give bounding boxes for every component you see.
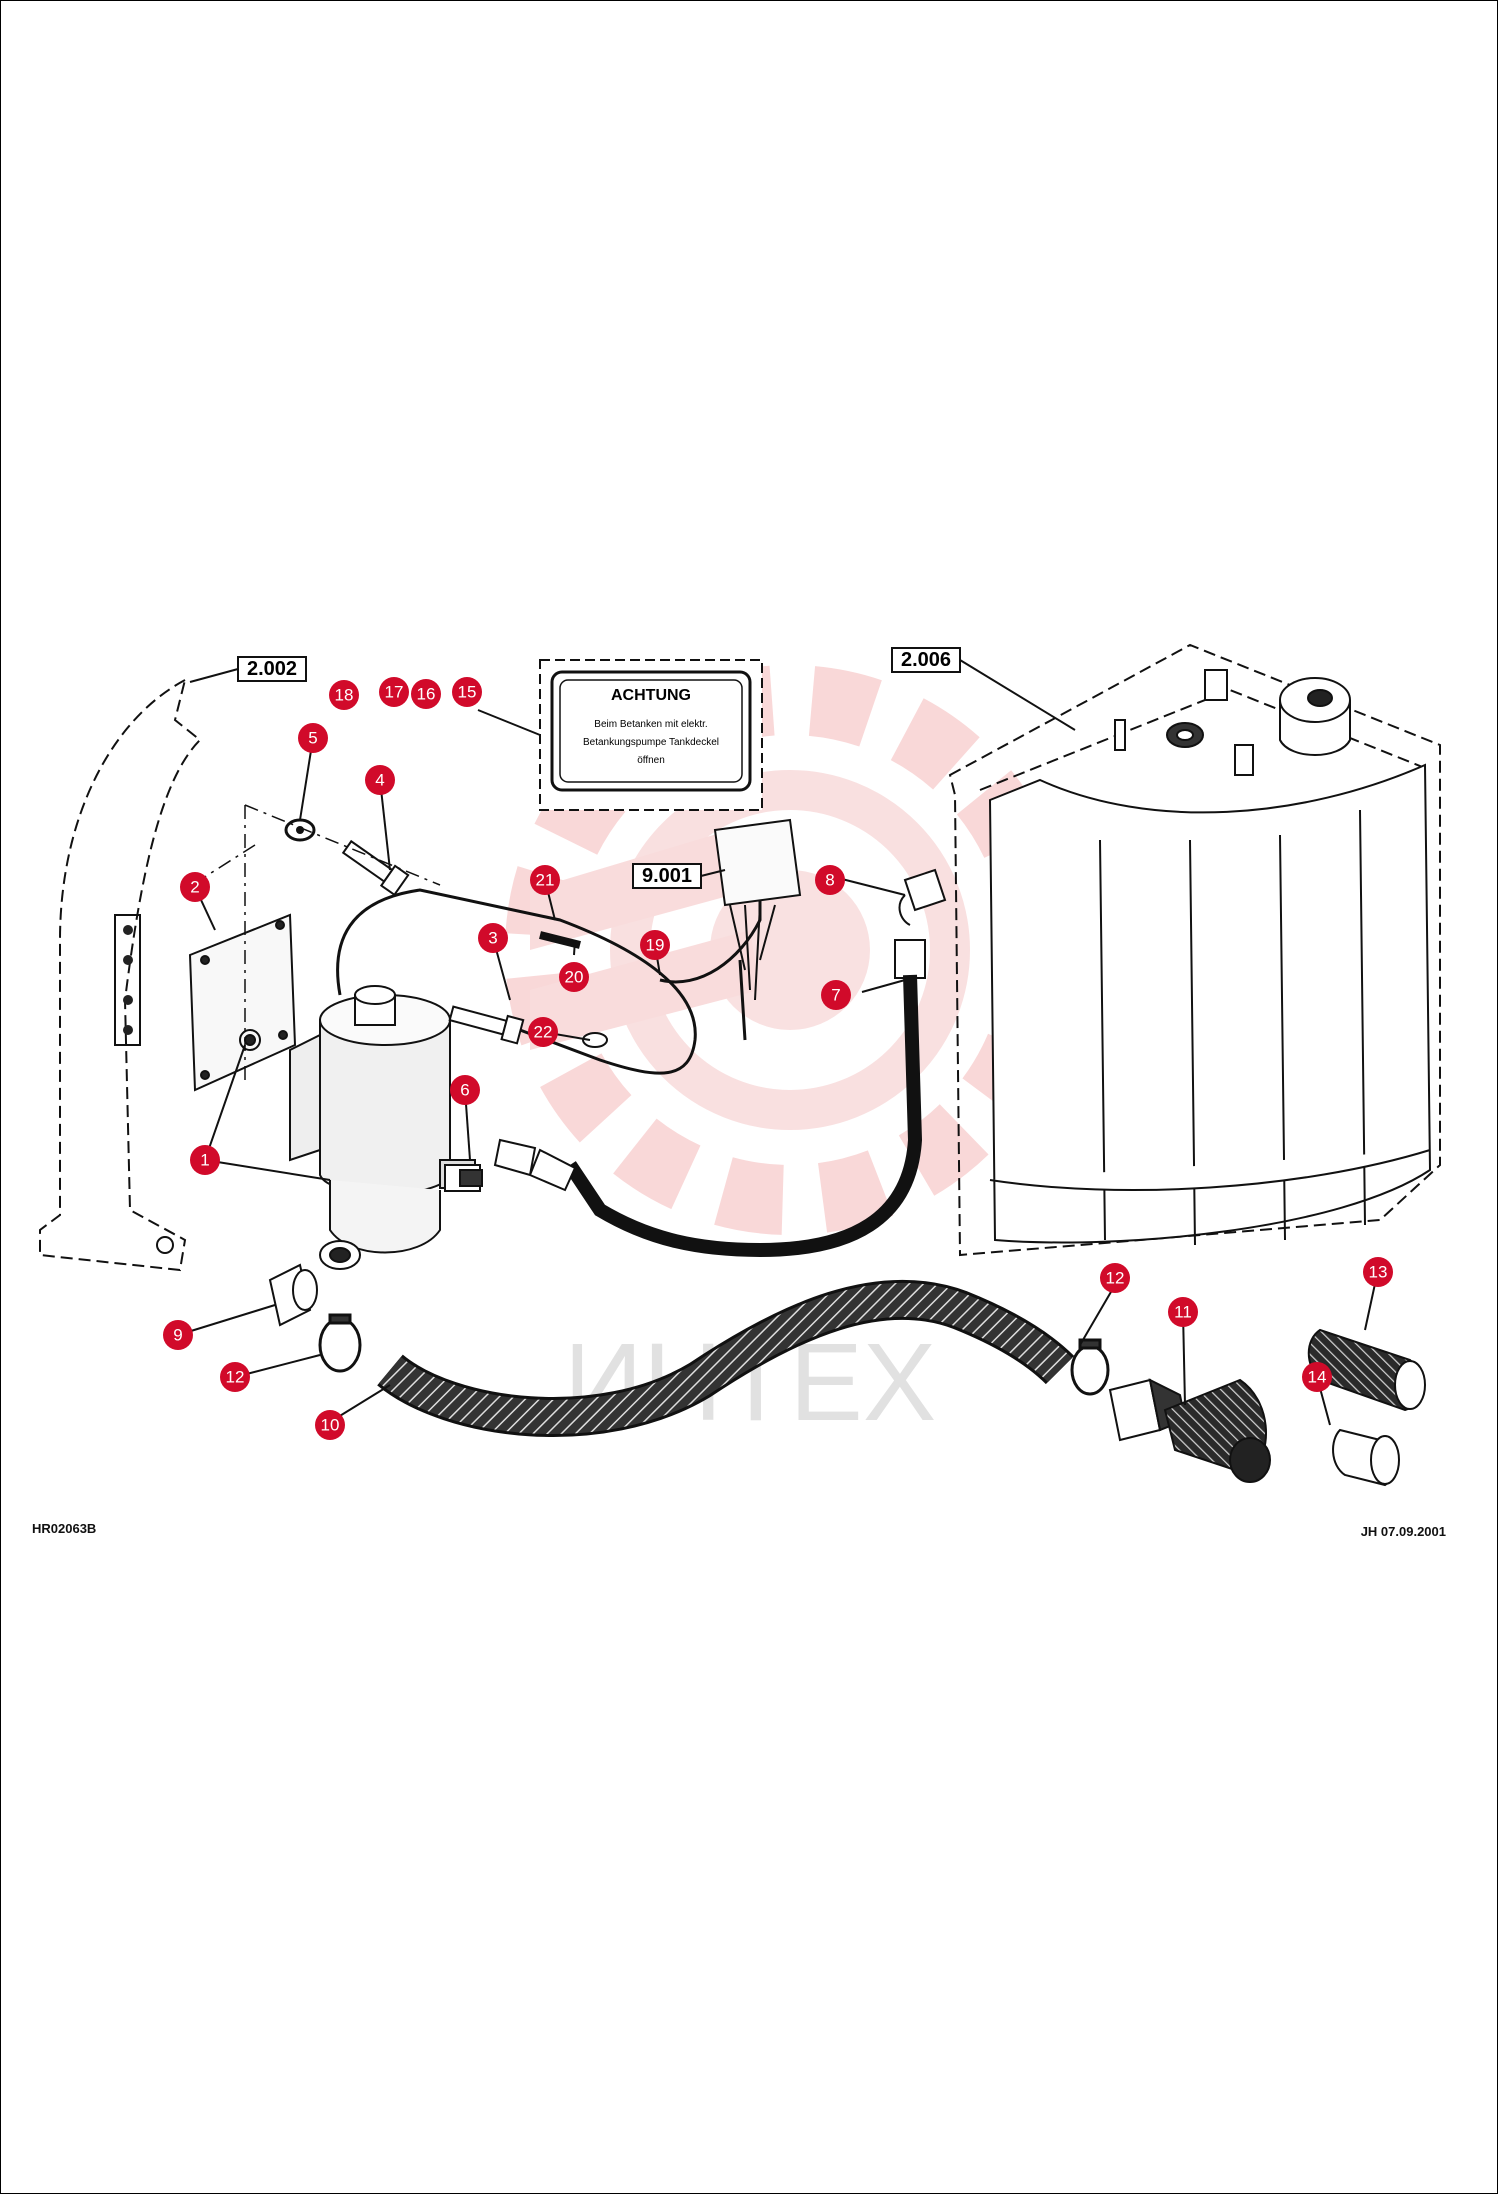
hose-clamp-12-right: [1070, 1338, 1110, 1396]
svg-text:21: 21: [536, 871, 555, 890]
wiring-harness: [713, 818, 802, 1041]
svg-text:11: 11: [1174, 1303, 1192, 1322]
callout-4: 4: [365, 765, 395, 795]
svg-text:13: 13: [1369, 1263, 1388, 1282]
washer: [284, 818, 316, 842]
svg-text:10: 10: [321, 1416, 340, 1435]
callout-17: 17: [379, 677, 409, 707]
fitting-6: [444, 1164, 483, 1192]
callout-12-left: 12: [220, 1362, 250, 1392]
callout-20: 20: [559, 962, 589, 992]
svg-text:9: 9: [173, 1326, 182, 1345]
svg-text:19: 19: [646, 936, 665, 955]
svg-text:18: 18: [335, 686, 354, 705]
callout-7: 7: [821, 980, 851, 1010]
filter-sleeve: [1307, 1328, 1426, 1412]
reference-2006: 2.006: [891, 647, 1076, 731]
tank-cap: [1114, 669, 1351, 776]
warning-title: ACHTUNG: [611, 687, 691, 704]
callout-18: 18: [329, 680, 359, 710]
callout-1: 1: [190, 1145, 220, 1175]
mounting-plate: [188, 913, 297, 1092]
svg-text:8: 8: [825, 871, 834, 890]
warning-line-2: Betankungspumpe Tankdeckel: [583, 737, 719, 748]
callout-3: 3: [478, 923, 508, 953]
svg-text:12: 12: [226, 1368, 245, 1387]
suction-hose-braid: [379, 1282, 1073, 1434]
bolt-3: [448, 1005, 525, 1045]
svg-text:15: 15: [458, 683, 477, 702]
svg-text:7: 7: [831, 986, 840, 1005]
callout-14: 14: [1302, 1362, 1332, 1392]
filter-cap: [1332, 1428, 1400, 1487]
svg-text:20: 20: [565, 968, 584, 987]
svg-text:9.001: 9.001: [642, 865, 692, 887]
svg-text:1: 1: [200, 1151, 209, 1170]
svg-text:22: 22: [534, 1023, 553, 1042]
callout-9: 9: [163, 1320, 193, 1350]
reference-9001: 9.001: [632, 863, 726, 889]
svg-text:14: 14: [1308, 1368, 1327, 1387]
svg-text:17: 17: [385, 683, 404, 702]
svg-text:12: 12: [1106, 1269, 1125, 1288]
author-date: JH 07.09.2001: [1360, 1524, 1446, 1539]
warning-line-1: Beim Betanken mit elektr.: [594, 719, 707, 730]
callout-13: 13: [1363, 1257, 1393, 1287]
hose-clamp-12-left: [318, 1313, 362, 1373]
svg-text:3: 3: [488, 929, 497, 948]
cable: [336, 870, 762, 1075]
callout-19: 19: [640, 930, 670, 960]
dash-line: [199, 804, 441, 1080]
svg-text:16: 16: [417, 685, 436, 704]
svg-text:4: 4: [375, 771, 384, 790]
warning-sticker: ACHTUNG Beim Betanken mit elektr. Betank…: [477, 659, 763, 811]
fuel-tank: [948, 643, 1441, 1257]
callout-8: 8: [815, 865, 845, 895]
callout-16: 16: [411, 679, 441, 709]
callout-15: 15: [452, 677, 482, 707]
callout-10: 10: [315, 1410, 345, 1440]
bracket: [289, 1033, 321, 1162]
svg-text:2: 2: [190, 878, 199, 897]
callout-12-right: 12: [1100, 1263, 1130, 1293]
tank-body: [988, 763, 1432, 1246]
hose-end: [493, 1138, 577, 1192]
callout-11: 11: [1168, 1297, 1198, 1327]
reference-2002: 2.002: [189, 656, 307, 683]
svg-text:5: 5: [308, 729, 317, 748]
hose-clamp-9: [268, 1263, 318, 1327]
frame-post: [39, 678, 202, 1272]
drawing-id: HR02063B: [32, 1521, 97, 1536]
svg-text:2.006: 2.006: [901, 649, 951, 671]
suction-nozzle: [1108, 1378, 1271, 1483]
pressure-hose: [564, 974, 923, 1258]
callout-6: 6: [450, 1075, 480, 1105]
callout-21: 21: [530, 865, 560, 895]
elbow-fitting: [894, 868, 947, 979]
warning-line-3: öffnen: [637, 755, 665, 766]
callout-5: 5: [298, 723, 328, 753]
fuel-pump: [319, 985, 476, 1270]
connector: [582, 1032, 608, 1048]
callout-2: 2: [180, 872, 210, 902]
bolt: [341, 839, 410, 897]
callouts: 1 2 3 4 5 6 7 8 9 10 11 12 12 13 14 15 1…: [163, 677, 1393, 1440]
callout-22: 22: [528, 1017, 558, 1047]
post-bolts: [123, 925, 174, 1254]
svg-text:2.002: 2.002: [247, 658, 297, 680]
svg-text:6: 6: [460, 1081, 469, 1100]
